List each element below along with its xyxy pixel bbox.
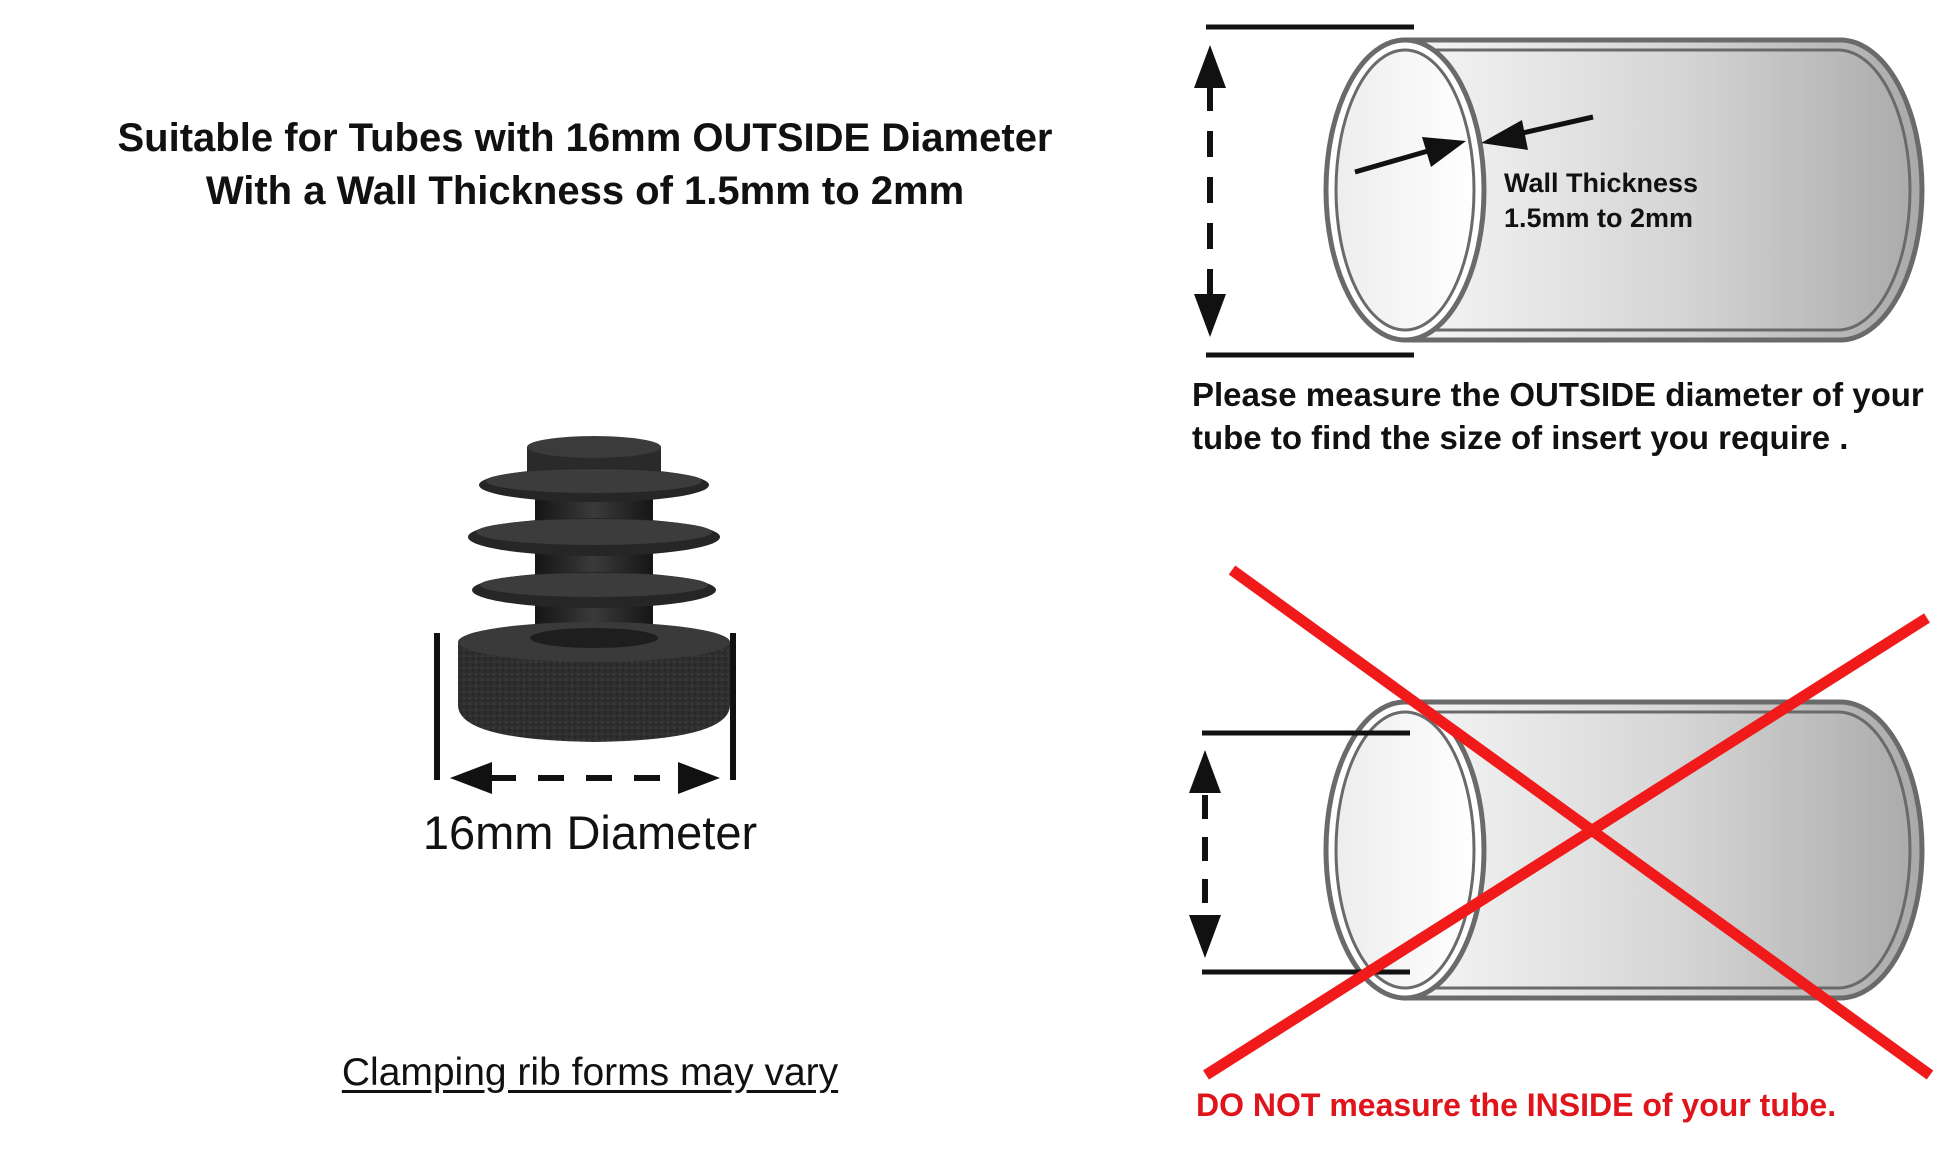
insert-diameter-marker [434, 633, 736, 794]
arrow-left-icon [450, 762, 492, 794]
wall-thickness-arrows [1354, 114, 1594, 175]
cross-icon [1203, 565, 1934, 1080]
arrow-right-icon [678, 762, 720, 794]
tube-icon-inside [1323, 699, 1925, 1001]
arrow-up-icon [1194, 45, 1226, 88]
arrow-up-icon [1189, 750, 1221, 793]
outside-diameter-marker [1194, 24, 1414, 358]
inside-warning: DO NOT measure the INSIDE of your tube. [1196, 1087, 1837, 1123]
arrow-icon [1422, 137, 1466, 167]
wall-thickness-label-line-2: 1.5mm to 2mm [1504, 203, 1694, 233]
clamping-rib-note: Clamping rib forms may vary [341, 1051, 839, 1094]
measure-instruction: Please measure the OUTSIDE diameter of y… [1192, 376, 1924, 456]
arrow-icon [1481, 120, 1528, 150]
insert-plug-icon [458, 436, 730, 742]
inside-diameter-marker [1189, 730, 1410, 975]
wall-thickness-label-line-1: Wall Thickness [1504, 168, 1699, 198]
insert-diameter-label: 16mm Diameter [422, 806, 758, 859]
headline-line-2: With a Wall Thickness of 1.5mm to 2mm [205, 169, 965, 213]
headline: Suitable for Tubes with 16mm OUTSIDE Dia… [40, 112, 1130, 218]
tube-icon-outside [1323, 37, 1925, 343]
arrow-down-icon [1189, 915, 1221, 958]
headline-line-1: Suitable for Tubes with 16mm OUTSIDE Dia… [117, 116, 1053, 160]
wall-thickness-label: Wall Thickness 1.5mm to 2mm [1504, 166, 1804, 236]
arrow-down-icon [1194, 294, 1226, 337]
